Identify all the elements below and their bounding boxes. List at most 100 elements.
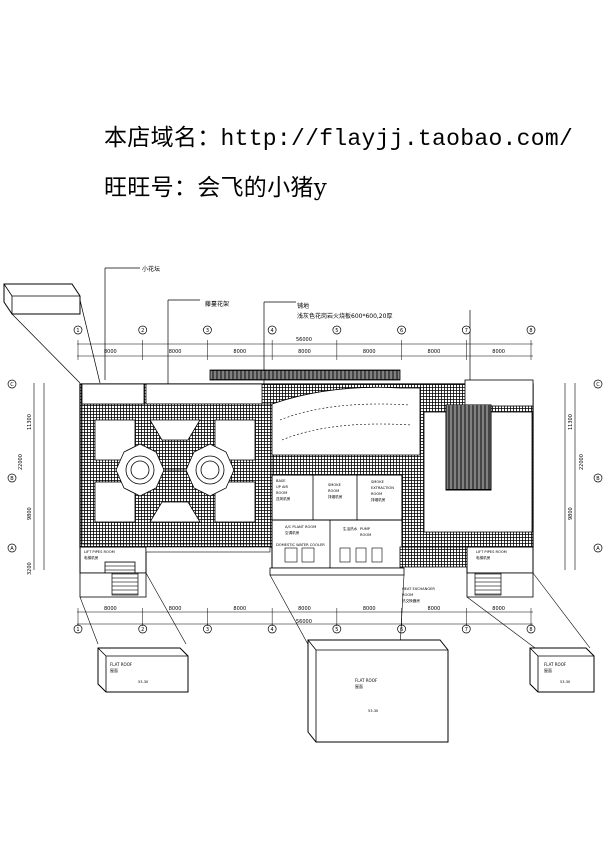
callout-small-flower-bed: 小花坛 [142, 265, 160, 273]
row-dim-c-b: 11300 [27, 414, 33, 430]
shop-url-line: 本店域名：http://flayjj.taobao.com/ [104, 118, 573, 152]
svg-text:A: A [10, 546, 14, 552]
column-bubble-bottom: 1 [73, 624, 83, 634]
span-dim-bottom: 8000 [104, 606, 117, 612]
span-dim-bottom: 8000 [233, 606, 246, 612]
svg-text:6: 6 [400, 627, 403, 633]
svg-text:4: 4 [271, 627, 274, 633]
span-dim-bottom: 8000 [298, 606, 311, 612]
callout-vine-trellis: 藤蔓花架 [205, 300, 229, 308]
column-bubble-top: 2 [138, 325, 148, 335]
span-dim-top: 8000 [233, 349, 246, 355]
column-bubble-bottom: 7 [461, 624, 471, 634]
row-dimension-right [564, 383, 576, 570]
column-bubble-top: 4 [267, 325, 277, 335]
total-dimension-top: 56000 [296, 337, 312, 343]
svg-text:8: 8 [529, 627, 532, 633]
column-bubble-top: 3 [203, 325, 212, 335]
flat-roof-detail-right: FLAT ROOF 屋面 53.30 [529, 647, 595, 693]
svg-text:6: 6 [400, 328, 403, 334]
row-dim-total-right: 22000 [579, 454, 585, 470]
row-dim-right-1: 11300 [568, 414, 574, 430]
lift-room-right [466, 546, 534, 598]
column-axis-top: 1 2 3 4 5 6 7 8 [73, 325, 536, 360]
room-extraction-4: 排烟机房 [371, 497, 386, 502]
span-dim-bottom: 8000 [169, 606, 182, 612]
vine-trellis [209, 369, 401, 381]
room-extraction-2: EXTRACTION [371, 486, 394, 490]
room-smoke-2: ROOM [328, 489, 339, 493]
svg-text:1: 1 [76, 627, 79, 633]
column-bubble-top: 5 [332, 325, 342, 335]
fountain-right [185, 443, 235, 497]
column-bubble-bottom: 2 [138, 624, 148, 634]
svg-text:2: 2 [141, 627, 144, 633]
room-base-up-2: UP AIR [276, 485, 288, 489]
svg-text:7: 7 [465, 627, 468, 633]
heat-exchanger-3: 热交换器房 [402, 598, 420, 603]
span-dim-top: 8000 [169, 349, 182, 355]
planter-bed [149, 419, 201, 441]
span-dim-bottom: 8000 [492, 606, 505, 612]
row-bubble: C [7, 379, 17, 389]
lift-room-left [79, 546, 147, 598]
column-bubble-bottom: 5 [332, 624, 342, 634]
span-dim-top: 8000 [298, 349, 311, 355]
flat-roof-detail-left: FLAT ROOF 屋面 53.30 [97, 647, 189, 693]
room-pump-2: ROOM [360, 533, 371, 537]
column-bubble-top: 7 [461, 325, 471, 335]
span-dim-top: 8000 [428, 349, 441, 355]
span-dim-top: 8000 [363, 349, 376, 355]
room-smoke-1: SMOKE [328, 483, 342, 487]
row-dim-total-left: 22000 [18, 454, 24, 470]
svg-text:C: C [596, 382, 600, 388]
svg-text:A: A [596, 546, 600, 552]
column-bubble-top: 1 [73, 325, 83, 335]
svg-text:1: 1 [76, 328, 79, 334]
timber-deck [445, 404, 492, 491]
right-garden [423, 379, 534, 533]
room-base-up-3: ROOM [276, 491, 287, 495]
left-garden [81, 403, 273, 545]
svg-text:2: 2 [141, 328, 144, 334]
svg-text:3: 3 [206, 328, 209, 334]
room-labels: BASE UP AIR ROOM 送风机房 SMOKE ROOM 排烟机房 SM… [276, 479, 394, 547]
flat-roof-cn-center: 屋面 [355, 683, 363, 689]
lift-labels: LIFT PIPES ROOM 电梯机房 LIFT PIPES ROOM 电梯机… [84, 550, 507, 603]
column-bubble-top: 8 [526, 325, 536, 335]
room-ac-2: 空调机房 [285, 530, 300, 535]
lift-right-2: 电梯机房 [476, 555, 491, 560]
flat-roof-cn-right: 屋面 [544, 667, 552, 673]
service-core [271, 474, 403, 569]
column-axis-bottom: 1 2 3 4 5 6 7 8 [73, 608, 536, 634]
dimension-top [77, 343, 533, 357]
planter-bottom-right [399, 546, 468, 568]
svg-text:C: C [10, 382, 14, 388]
svg-text:B: B [10, 476, 14, 482]
level-left: 53.30 [138, 680, 149, 684]
parapet-bottom [145, 546, 271, 553]
row-bubble: C [593, 379, 603, 389]
lift-right-1: LIFT PIPES ROOM [476, 550, 507, 554]
column-bubble-bottom: 3 [203, 624, 212, 634]
row-dim-right-2: 9800 [568, 507, 574, 520]
room-ac-1: A/C PLANT ROOM [285, 525, 316, 529]
row-bubble: B [7, 473, 17, 483]
row-dim-a-edge: 3200 [27, 562, 33, 575]
shop-url: http://flayjj.taobao.com/ [220, 126, 574, 152]
lift-left-2: 电梯机房 [84, 555, 99, 560]
total-dimension-bottom: 56000 [296, 619, 312, 625]
span-dim-bottom: 8000 [428, 606, 441, 612]
room-extraction-1: SMOKE [371, 480, 385, 484]
level-center: 53.30 [368, 709, 379, 713]
row-dim-b-a: 9800 [27, 507, 33, 520]
callout-paving: 铺地 [297, 302, 309, 310]
detail-leaders [79, 572, 591, 649]
flat-roof-detail-center: FLAT ROOF 屋面 53.30 [307, 639, 449, 743]
flat-roof-label-right: FLAT ROOF [544, 662, 567, 667]
heat-exchanger-1: HEAT EXCHANGER [402, 587, 435, 591]
shop-label: 本店域名： [104, 125, 221, 151]
level-right: 53.30 [560, 680, 571, 684]
